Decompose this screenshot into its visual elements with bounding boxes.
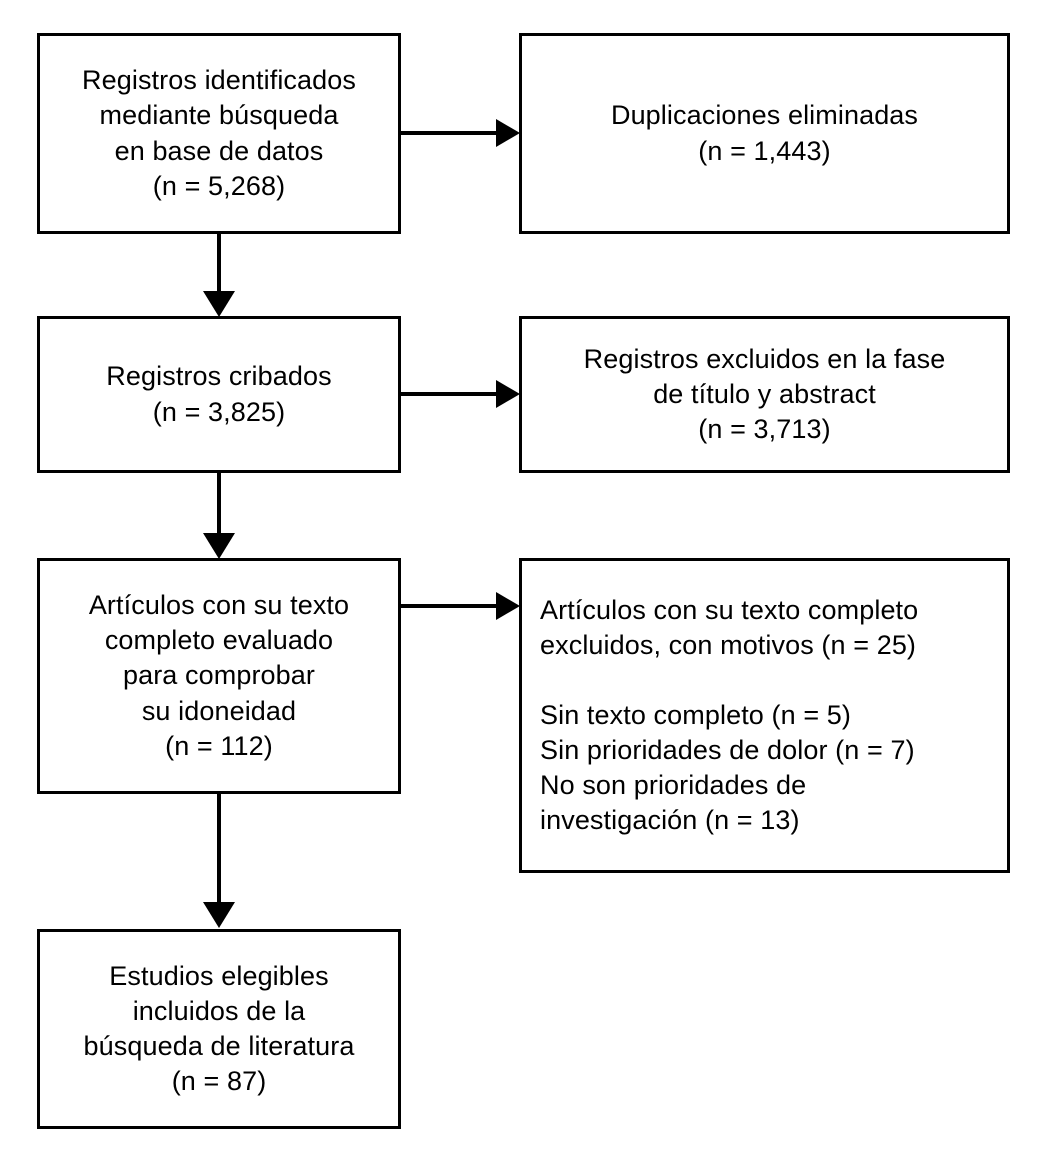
node-records-identified: Registros identificados mediante búsqued… <box>37 33 401 234</box>
node-fulltext-excluded-label: Artículos con su texto completo excluido… <box>540 594 919 836</box>
node-duplicates-removed: Duplicaciones eliminadas (n = 1,443) <box>519 33 1010 234</box>
node-records-screened-label: Registros cribados (n = 3,825) <box>106 361 332 427</box>
arrow-fulltext-to-included-head-icon <box>203 902 235 928</box>
node-duplicates-removed-label: Duplicaciones eliminadas (n = 1,443) <box>610 100 919 166</box>
arrow-identified-to-duplicates-head-icon <box>496 119 520 147</box>
arrow-screened-to-excluded-line <box>400 392 498 396</box>
arrow-fulltext-to-included-line <box>217 794 221 904</box>
arrow-fulltext-to-excluded-line <box>400 604 498 608</box>
arrow-identified-to-screened-head-icon <box>203 291 235 317</box>
arrow-screened-to-excluded-head-icon <box>496 380 520 408</box>
node-studies-included-label: Estudios elegibles incluidos de la búsqu… <box>83 960 355 1097</box>
node-studies-included: Estudios elegibles incluidos de la búsqu… <box>37 929 401 1129</box>
arrow-identified-to-screened-line <box>217 234 221 294</box>
node-records-excluded-title-abstract-label: Registros excluidos en la fase de título… <box>583 343 946 445</box>
arrow-screened-to-fulltext-head-icon <box>203 533 235 559</box>
node-records-screened: Registros cribados (n = 3,825) <box>37 316 401 473</box>
node-records-excluded-title-abstract: Registros excluidos en la fase de título… <box>519 316 1010 473</box>
node-records-identified-label: Registros identificados mediante búsqued… <box>82 65 356 201</box>
arrow-screened-to-fulltext-line <box>217 473 221 535</box>
arrow-fulltext-to-excluded-head-icon <box>496 592 520 620</box>
arrow-identified-to-duplicates-line <box>400 131 498 135</box>
node-fulltext-excluded: Artículos con su texto completo excluido… <box>519 558 1010 873</box>
node-fulltext-assessed: Artículos con su texto completo evaluado… <box>37 558 401 794</box>
node-fulltext-assessed-label: Artículos con su texto completo evaluado… <box>88 590 350 761</box>
